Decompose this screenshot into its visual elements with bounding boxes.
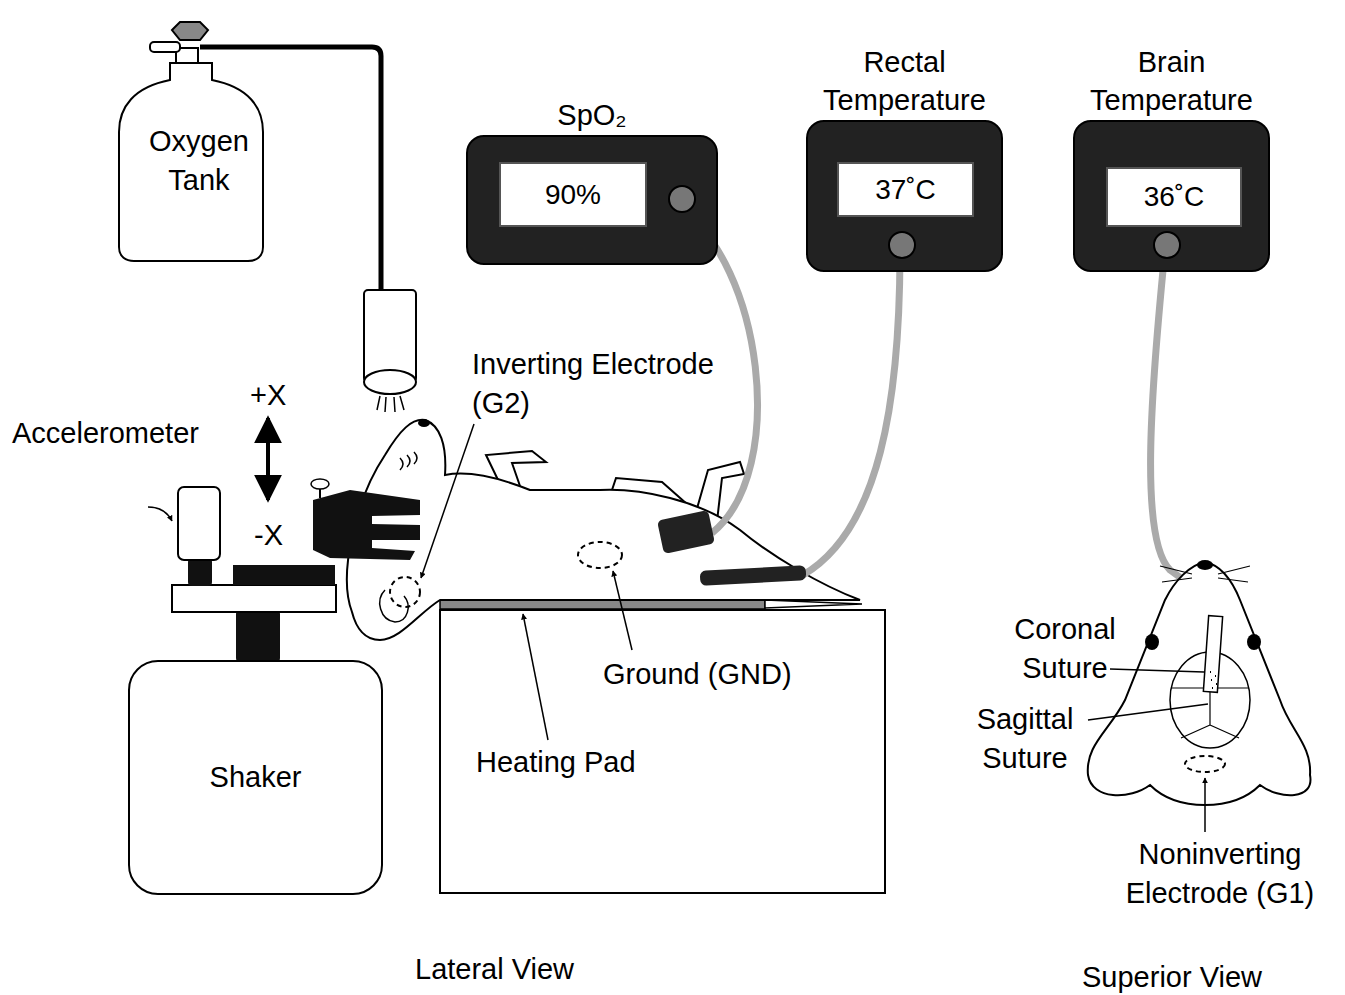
- shaker-label: Shaker: [210, 758, 302, 797]
- monitor-title: Brain Temperature: [1055, 43, 1288, 120]
- display-reading: 37˚C: [875, 171, 936, 208]
- tank-label: Oxygen Tank: [118, 122, 280, 199]
- part-label: Accelerometer: [12, 414, 199, 453]
- display-screen: 90%: [499, 162, 647, 227]
- rat-superior: [1088, 560, 1311, 805]
- axis-label: -X: [254, 516, 283, 555]
- axis-label: +X: [250, 376, 286, 415]
- tank-outline: [118, 62, 264, 262]
- oxygen-tank: Oxygen Tank: [118, 62, 280, 262]
- display-reading: 90%: [545, 176, 601, 213]
- leader-line: [613, 571, 632, 650]
- suture-label: Coronal Suture: [990, 610, 1140, 687]
- leader-line: [148, 507, 172, 521]
- monitor: Brain Temperature36˚C: [1073, 120, 1270, 272]
- monitor: Rectal Temperature37˚C: [806, 120, 1003, 272]
- axis-arrow: [266, 418, 270, 500]
- table: [440, 610, 885, 893]
- leader-line: [421, 424, 474, 578]
- electrode-label: Ground (GND): [603, 655, 792, 694]
- view-caption: Superior View: [1082, 958, 1262, 995]
- leader-line: [523, 614, 548, 740]
- display-screen: 37˚C: [837, 162, 974, 217]
- display-reading: 36˚C: [1144, 178, 1205, 215]
- suture-label: Sagittal Suture: [955, 700, 1095, 777]
- leader-line: [1110, 669, 1204, 672]
- leader-line: [1204, 778, 1206, 832]
- monitor-title: SpO₂: [448, 96, 736, 135]
- rat-lateral: [311, 419, 860, 640]
- electrode-label: Inverting Electrode (G2): [472, 345, 722, 422]
- view-caption: Lateral View: [415, 950, 574, 989]
- electrode-label: Noninverting Electrode (G1): [1095, 835, 1345, 912]
- knob: [1153, 231, 1181, 259]
- monitor: SpO₂90%: [466, 135, 718, 265]
- knob: [888, 231, 916, 259]
- heating-pad: [440, 600, 765, 609]
- shaker-box: Shaker: [128, 660, 383, 895]
- knob: [668, 185, 696, 213]
- leader-line: [1088, 704, 1208, 720]
- monitor-title: Rectal Temperature: [788, 43, 1021, 120]
- shaker-platform: [172, 487, 336, 662]
- display-screen: 36˚C: [1106, 167, 1242, 227]
- part-label: Heating Pad: [476, 743, 636, 782]
- nose-cone: [364, 290, 416, 412]
